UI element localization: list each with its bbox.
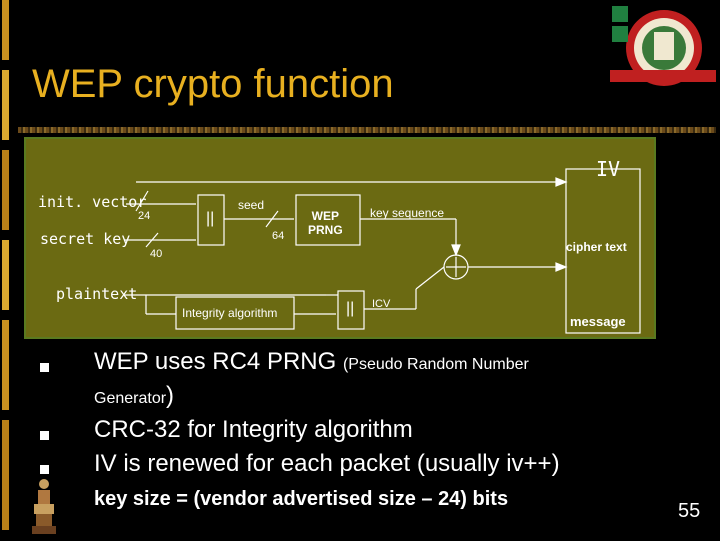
bullet-1-continuation: Generator) — [94, 382, 174, 410]
wep-prng-label: WEP PRNG — [308, 209, 343, 238]
left-decorative-strip — [0, 0, 14, 540]
concat-symbol-2: || — [346, 300, 355, 317]
integrity-algorithm-label: Integrity algorithm — [182, 306, 278, 320]
init-vector-label: init. vector — [38, 193, 147, 211]
bullet-4-text: key size = (vendor advertised size – 24)… — [94, 488, 509, 510]
university-seal-logo — [604, 2, 718, 90]
diagram-lines — [124, 168, 641, 334]
icv-label: ICV — [372, 298, 391, 310]
iv-label: IV — [596, 157, 621, 181]
statue-figure-icon — [28, 476, 60, 536]
cipher-text-label: cipher text — [566, 240, 627, 254]
secret-key-label: secret key — [40, 230, 131, 248]
bullet-1-text: WEP uses RC4 PRNG (Pseudo Random Number — [94, 348, 529, 376]
square-bullet-icon — [40, 363, 49, 372]
key-sequence-label: key sequence — [370, 206, 445, 220]
wep-diagram: IV init. vector secret key plaintext 24 … — [24, 137, 656, 339]
square-bullet-icon — [40, 431, 49, 440]
plaintext-label: plaintext — [56, 285, 138, 303]
bullet-1-main: WEP uses RC4 PRNG — [94, 348, 337, 375]
message-label: message — [570, 314, 626, 329]
bullet-1-close: ) — [166, 382, 175, 409]
square-bullet-icon — [40, 465, 49, 474]
seed-label: seed — [238, 198, 265, 212]
title-divider — [18, 127, 716, 133]
page-number: 55 — [678, 500, 701, 522]
bullet-1-small: (Pseudo Random Number — [342, 356, 529, 373]
concat-symbol-1: || — [206, 210, 215, 227]
bullet-1-cont: Generator — [94, 390, 167, 407]
bits-64-label: 64 — [272, 230, 285, 242]
slide-title: WEP crypto function — [32, 62, 394, 106]
bullet-3-text: IV is renewed for each packet (usually i… — [94, 450, 560, 477]
bits-40-label: 40 — [150, 248, 163, 260]
bullet-2-text: CRC-32 for Integrity algorithm — [94, 416, 413, 443]
bits-24-label: 24 — [138, 210, 151, 222]
